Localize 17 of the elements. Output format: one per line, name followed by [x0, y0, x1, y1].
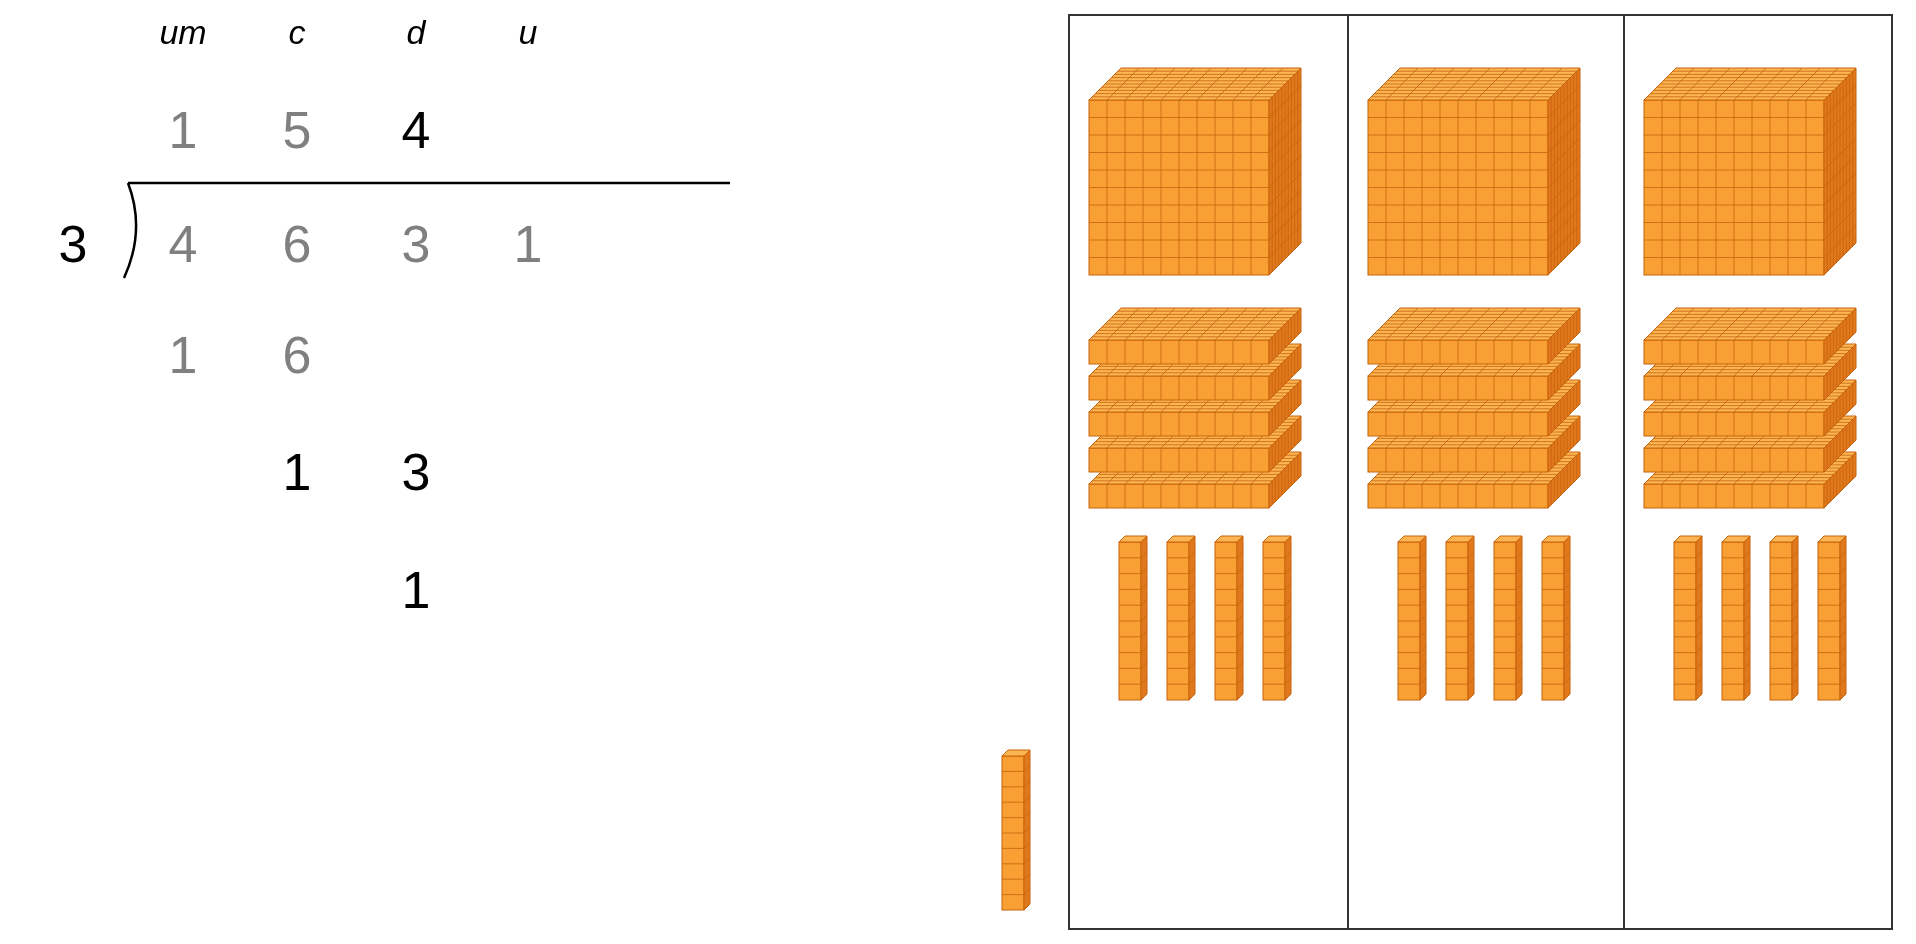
- place-value-header: c: [288, 15, 306, 49]
- place-value-header: d: [406, 15, 426, 49]
- digit: 4: [401, 104, 431, 156]
- digit: 3: [401, 218, 431, 270]
- place-value-header: um: [159, 15, 207, 49]
- digit: 3: [401, 446, 431, 498]
- digit: 1: [168, 329, 198, 381]
- digit: 1: [401, 564, 431, 616]
- digit: 1: [513, 218, 543, 270]
- digit: 1: [282, 446, 312, 498]
- digit: 3: [58, 218, 88, 270]
- digit: 4: [168, 218, 198, 270]
- digit: 6: [282, 218, 312, 270]
- place-value-header: u: [518, 15, 538, 49]
- digit: 6: [282, 329, 312, 381]
- digit: 5: [282, 104, 312, 156]
- digit: 1: [168, 104, 198, 156]
